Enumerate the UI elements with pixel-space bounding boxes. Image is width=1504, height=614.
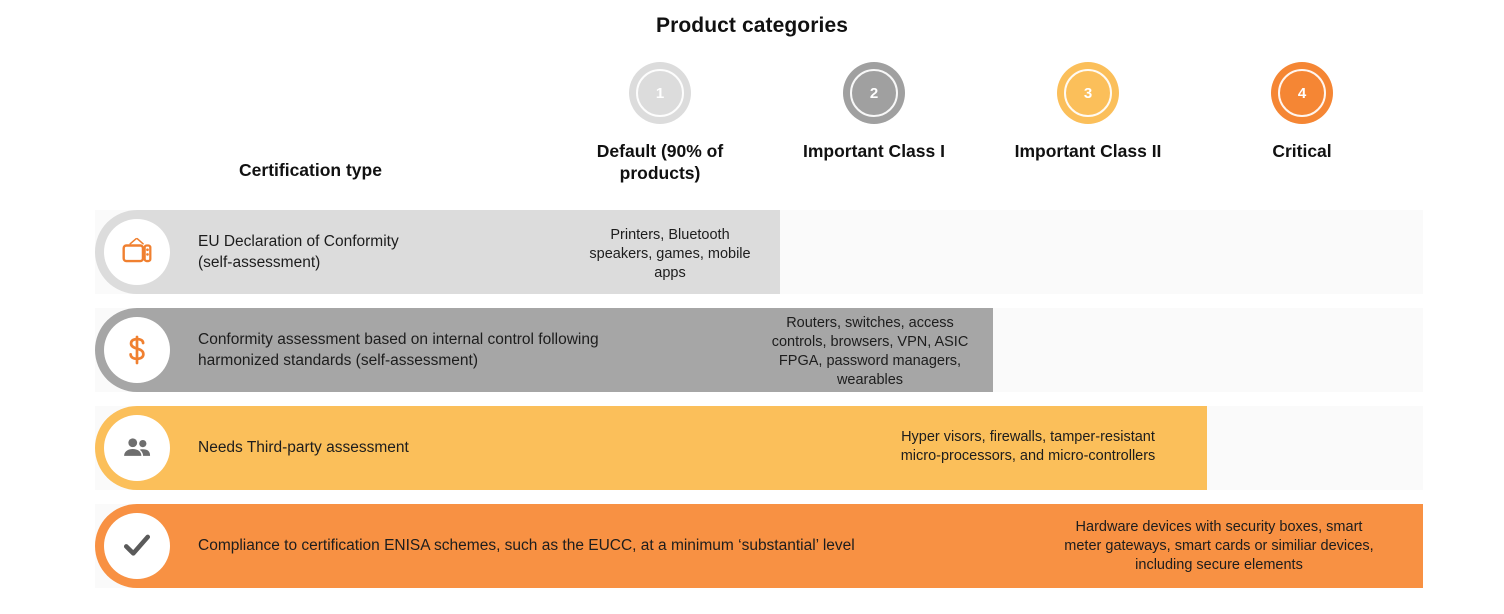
row-category-text: Routers, switches, access controls, brow… [771,315,969,389]
column-header-3: 3 Important Class II [988,62,1188,162]
row-icon-container [104,513,170,579]
category-badge-1[interactable]: 1 [629,62,691,124]
row-icon-container [104,415,170,481]
check-icon [123,534,151,556]
tv-icon [122,237,152,263]
row-bar[interactable] [95,406,1207,490]
category-badge-2[interactable]: 2 [843,62,905,124]
row-bar[interactable] [95,210,780,294]
cert-type-label: Compliance to certification ENISA scheme… [198,537,855,554]
cert-type-header: Certification type [239,160,382,180]
people-icon [124,438,151,456]
dollar-icon [129,335,145,365]
category-label-1: Default (90% of products) [596,141,724,184]
category-label-3: Important Class II [1014,141,1162,161]
cert-type-label: EU Declaration of Conformity (self-asses… [198,233,399,271]
row-bar[interactable] [95,308,993,392]
category-badge-3[interactable]: 3 [1057,62,1119,124]
category-label-4: Critical [1272,141,1332,161]
category-badge-number: 4 [1297,84,1307,102]
page-title: Product categories [655,14,849,37]
row-bar[interactable] [95,504,1423,588]
category-badge-number: 2 [869,84,879,102]
cert-type-label: Needs Third-party assessment [198,439,409,456]
category-badge-4[interactable]: 4 [1271,62,1333,124]
row-icon-container [104,317,170,383]
column-header-2: 2 Important Class I [774,62,974,162]
category-label-2: Important Class I [803,141,945,161]
row-icon-container [104,219,170,285]
row-category-text: Printers, Bluetooth speakers, games, mob… [589,227,751,282]
category-badge-number: 3 [1083,84,1093,102]
row-category-text: Hyper visors, firewalls, tamper-resistan… [900,429,1156,465]
category-badge-number: 1 [655,84,665,102]
column-header-1: 1 Default (90% of products) [560,62,760,185]
row-category-text: Hardware devices with security boxes, sm… [1064,519,1374,574]
cert-type-label: Conformity assessment based on internal … [198,331,599,369]
column-header-4: 4 Critical [1202,62,1402,162]
